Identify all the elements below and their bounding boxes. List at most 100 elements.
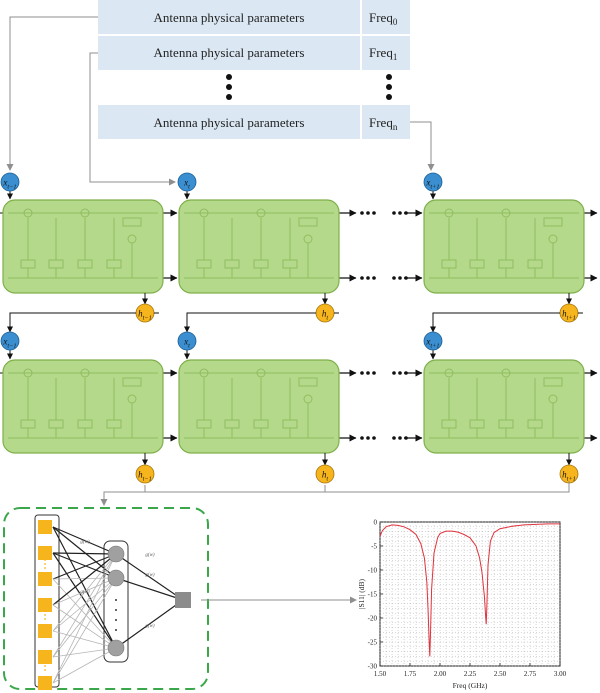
ellipsis-dot xyxy=(372,371,376,375)
table-freq-cell-2 xyxy=(362,105,410,139)
x-tick-label: 2.50 xyxy=(494,670,507,678)
pointwise-op xyxy=(501,208,511,218)
hidden-label-base: h xyxy=(138,309,143,319)
lstm-cell-internals xyxy=(8,208,158,279)
y-tick-label: -25 xyxy=(368,639,378,647)
pointwise-op xyxy=(256,368,266,378)
nn-connection xyxy=(115,577,184,601)
nn-connection xyxy=(52,552,117,555)
nn-connection xyxy=(52,577,117,606)
ellipsis-dot xyxy=(360,371,364,375)
input-label-base: x xyxy=(2,178,7,188)
table-connectors xyxy=(6,16,435,186)
lstm-cell xyxy=(178,199,340,294)
pointwise-op xyxy=(444,368,454,378)
ellipsis-dot xyxy=(398,371,402,375)
table-row-1 xyxy=(98,36,360,70)
nn-dot xyxy=(115,629,117,631)
ellipsis-dot xyxy=(404,371,408,375)
input-label-base: x xyxy=(183,178,188,188)
lstm-cell xyxy=(423,359,585,454)
parameter-table: Antenna physical parameters Antenna phys… xyxy=(98,0,410,139)
nn-connection xyxy=(52,553,117,658)
x-axis-label: Freq (GHz) xyxy=(453,681,488,690)
hidden-label: ht+1 xyxy=(562,470,576,483)
ellipsis-dot xyxy=(398,276,402,280)
hidden-label: ht+1 xyxy=(562,309,576,322)
y-axis-label: |S11| (dB) xyxy=(357,578,366,609)
hidden-label-sub: t−1 xyxy=(143,476,152,483)
lstm-cell xyxy=(423,199,585,294)
nn-weight-label: g(w) xyxy=(145,624,155,629)
nn-weight-label: g(w) xyxy=(145,573,155,578)
nn-connection xyxy=(52,553,117,632)
nn-input-node xyxy=(38,676,52,690)
ellipsis-dot xyxy=(398,211,402,215)
tanh-box xyxy=(122,217,142,227)
hidden-label-sub: t+1 xyxy=(567,315,576,322)
input-label-base: x xyxy=(2,337,7,347)
x-tick-label: 3.00 xyxy=(554,670,567,678)
hidden-label-sub: t xyxy=(326,476,328,483)
x-tick-label: 2.75 xyxy=(524,670,537,678)
nn-connection xyxy=(115,599,184,649)
input-node-1 xyxy=(177,331,197,351)
ellipsis-dot xyxy=(372,276,376,280)
input-node-1 xyxy=(177,172,197,192)
output-connector xyxy=(100,481,570,506)
nn-connection xyxy=(52,553,117,606)
nn-input-node xyxy=(38,520,52,534)
nn-connection xyxy=(52,647,117,684)
lstm-cell xyxy=(2,199,164,294)
layer-connector xyxy=(433,312,583,332)
x-tick-label: 1.75 xyxy=(404,670,417,678)
ellipsis-dots xyxy=(226,74,392,100)
nn-input-node xyxy=(38,572,52,586)
lstm-cell-internals xyxy=(429,208,579,279)
nn-connection xyxy=(52,552,117,579)
ellipsis-dot xyxy=(392,211,396,215)
lstm-cell xyxy=(2,359,164,454)
hidden-label-base: h xyxy=(138,470,143,480)
nn-input-node xyxy=(38,546,52,560)
hidden-label-sub: t xyxy=(326,315,328,322)
nn-hidden-node xyxy=(107,569,125,587)
nn-connection xyxy=(115,553,184,601)
ellipsis-dot xyxy=(366,276,370,280)
hidden-label: ht xyxy=(322,470,329,483)
x-tick-label: 2.00 xyxy=(434,670,447,678)
input-label: xt+1 xyxy=(425,178,439,191)
input-label-sub: t+1 xyxy=(430,343,439,350)
input-label-sub: t+1 xyxy=(430,184,439,191)
ellipsis-dot xyxy=(360,211,364,215)
ellipsis-dot xyxy=(360,276,364,280)
input-label-base: x xyxy=(183,337,188,347)
nn-dot xyxy=(115,599,117,601)
tanh-box xyxy=(543,377,563,387)
pointwise-op xyxy=(80,368,90,378)
input-label: xt−1 xyxy=(2,337,16,350)
pointwise-op xyxy=(199,208,209,218)
nn-connection xyxy=(52,553,117,684)
input-label: xt xyxy=(183,178,190,191)
nn-connection xyxy=(52,578,117,649)
nn-weight-label: g(w) xyxy=(80,590,90,595)
y-tick-label: -20 xyxy=(368,615,378,623)
nn-connection xyxy=(52,577,117,684)
nn-weight-label: g(w) xyxy=(80,540,90,545)
nn-connection xyxy=(52,577,117,658)
nn-dot xyxy=(115,609,117,611)
pointwise-op xyxy=(199,368,209,378)
input-label: xt−1 xyxy=(2,178,16,191)
nn-dot xyxy=(44,669,46,671)
lstm-cell xyxy=(178,359,340,454)
ellipsis-dot xyxy=(392,371,396,375)
nn-hidden-node xyxy=(107,545,125,563)
pointwise-op xyxy=(256,208,266,218)
nn-weight-label: g(w) xyxy=(145,553,155,558)
ellipsis-dot xyxy=(372,436,376,440)
nn-dot xyxy=(44,559,46,561)
nn-hidden-layer-box xyxy=(103,540,129,663)
